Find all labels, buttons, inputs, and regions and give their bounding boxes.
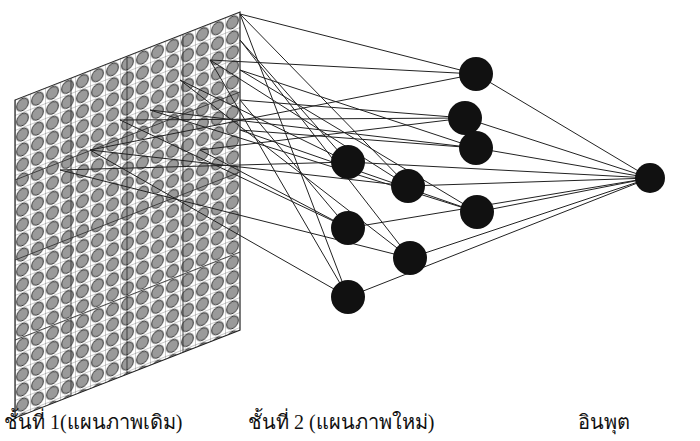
connection-line	[348, 162, 650, 178]
connection-line	[150, 110, 476, 148]
neuron	[459, 57, 493, 91]
connection-line	[240, 14, 408, 186]
connection-line	[180, 80, 410, 258]
connection-line	[240, 70, 476, 148]
connection-line	[240, 40, 348, 162]
input-plane	[15, 12, 240, 418]
connection-line	[410, 178, 650, 258]
connection-line	[60, 170, 410, 258]
connection-line	[120, 118, 465, 120]
layer-label: อินพุต	[578, 410, 630, 434]
connection-line	[90, 74, 476, 150]
connection-line	[200, 150, 348, 228]
neuron	[448, 101, 482, 135]
connection-line	[240, 70, 477, 212]
neuron	[391, 169, 425, 203]
connection-line	[240, 14, 476, 74]
connection-line	[476, 74, 650, 178]
neuron	[460, 195, 494, 229]
neuron	[635, 163, 665, 193]
connection-line	[240, 130, 476, 148]
connection-line	[210, 60, 348, 297]
layer-label: ชั้นที่ 1(แผนภาพเดิม)	[4, 410, 182, 434]
neuron	[331, 280, 365, 314]
neuron	[459, 131, 493, 165]
connection-line	[180, 80, 348, 162]
connection-line	[150, 110, 477, 212]
connection-line	[240, 14, 348, 297]
hidden-neurons	[331, 57, 665, 314]
neuron	[331, 145, 365, 179]
connection-line	[90, 150, 348, 297]
connection-line	[240, 130, 477, 212]
connection-lines	[60, 14, 650, 297]
connection-line	[210, 60, 476, 74]
connection-line	[348, 178, 650, 297]
neuron	[393, 241, 427, 275]
neuron	[331, 211, 365, 245]
connection-line	[240, 40, 410, 258]
layer-label: ชั้นที่ 2 (แผนภาพใหม่)	[248, 410, 434, 434]
